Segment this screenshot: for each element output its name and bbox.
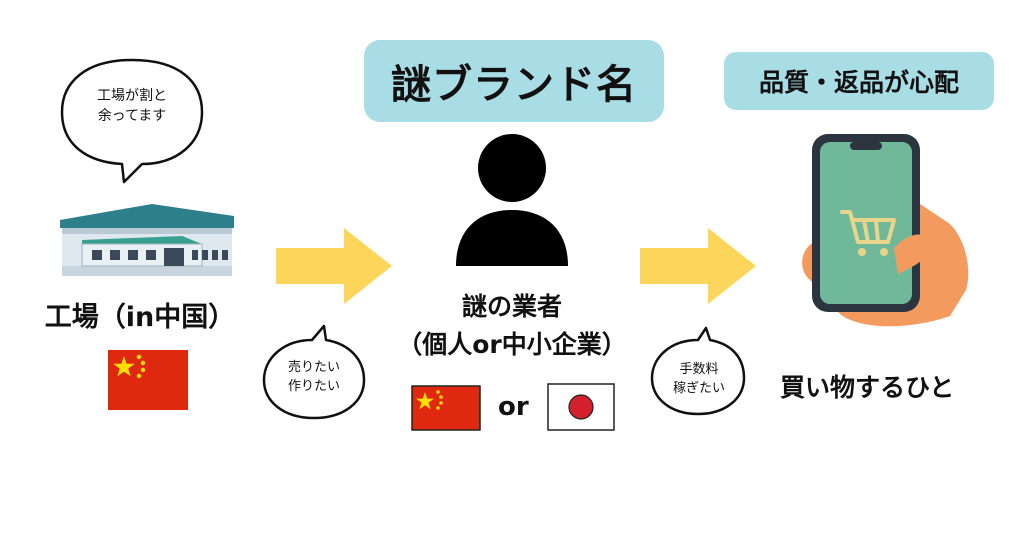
factory-bubble-line1: 工場が割と [97,88,167,104]
arrow-right-icon [276,228,392,304]
platform-bubble-text: 手数料 稼ぎたい [650,360,748,398]
shopper-label: 買い物するひと [780,373,955,402]
seller-bubble-text: 売りたい 作りたい [264,358,364,396]
factory-bubble-text: 工場が割と 余ってます [62,86,202,126]
platform-speech-bubble [650,326,746,416]
seller-label-line2: （個人or中小企業） [397,330,627,359]
seller-label-line1: 謎の業者 [461,292,562,321]
seller-bubble-line1: 売りたい [287,360,340,375]
seller-speech-bubble [262,324,366,420]
person-icon [456,134,568,266]
china-flag-icon-small [411,385,481,431]
factory-label: 工場（in中国） [44,302,236,333]
japan-flag-icon [547,383,615,431]
platform-bubble-line1: 手数料 [679,362,719,377]
smartphone-shopping-icon [802,134,969,327]
factory-speech-bubble [60,58,204,184]
worry-label: 品質・返品が心配 [758,68,959,97]
seller-label: 謎の業者 （個人or中小企業） [362,288,662,364]
arrow-right-icon-2 [640,228,756,304]
title-box: 謎ブランド名 [364,40,664,122]
factory-bubble-line2: 余ってます [97,108,167,124]
china-flag-icon [108,350,188,410]
title: 謎ブランド名 [391,62,637,108]
factory-icon [60,204,234,276]
platform-bubble-line2: 稼ぎたい [672,381,725,396]
or-label: or [498,392,529,422]
seller-bubble-line2: 作りたい [287,379,340,394]
worry-box: 品質・返品が心配 [724,52,994,110]
